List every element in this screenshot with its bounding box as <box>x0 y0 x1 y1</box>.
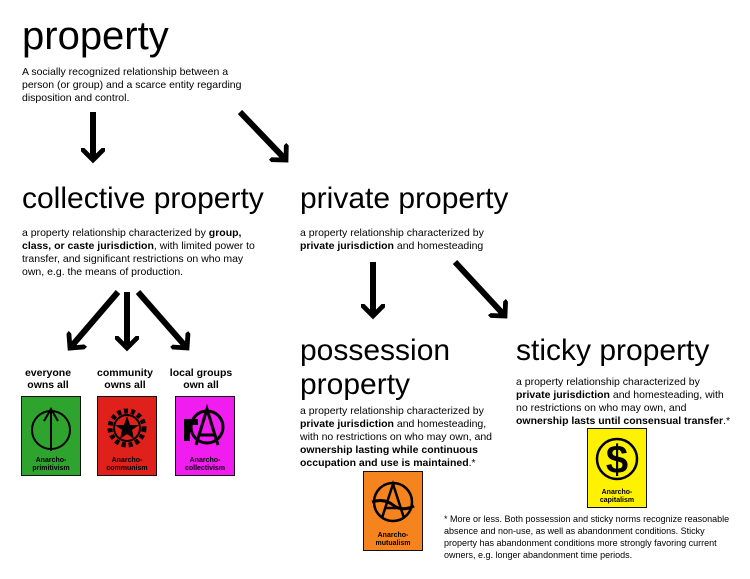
property-definition: A socially recognized relationship betwe… <box>22 66 242 104</box>
anarcho-collectivism-flag: Anarcho-collectivism <box>175 396 235 476</box>
collective-heading: collective property <box>22 182 264 215</box>
private-description: a property relationship characterized by… <box>300 227 484 252</box>
anarcho-communism-flag: Anarcho-communism <box>97 396 157 476</box>
arrow-to-sticky <box>452 259 505 316</box>
collectivism-symbol-icon <box>184 403 225 446</box>
mutualism-handshake-icon <box>371 479 415 523</box>
possession-heading: possession property <box>300 334 451 401</box>
anarcho-mutualism-flag: Anarcho-mutualism <box>363 471 423 551</box>
arrow-to-everyone <box>70 290 121 348</box>
page-title: property <box>22 14 169 58</box>
collective-description: a property relationship characterized by… <box>22 227 255 278</box>
dollar-sign-icon: $ <box>595 437 639 482</box>
anarcho-primitivism-flag: Anarcho-primitivism <box>21 396 81 476</box>
svg-text:$: $ <box>606 438 628 482</box>
private-heading: private property <box>300 182 509 215</box>
communism-gear-icon <box>107 408 147 448</box>
footnote: * More or less. Both possession and stic… <box>444 514 730 560</box>
primitivism-symbol-icon <box>31 407 71 451</box>
collective-jurisdiction: group, class, or caste jurisdiction <box>22 227 242 252</box>
sticky-heading: sticky property <box>516 334 710 367</box>
possession-description: a property relationship characterized by… <box>300 405 493 469</box>
sticky-description: a property relationship characterized by… <box>516 376 731 427</box>
arrow-to-private <box>237 109 286 160</box>
anarcho-capitalism-flag: $ Anarcho-capitalism <box>587 428 647 508</box>
arrow-to-local-groups <box>135 290 187 348</box>
